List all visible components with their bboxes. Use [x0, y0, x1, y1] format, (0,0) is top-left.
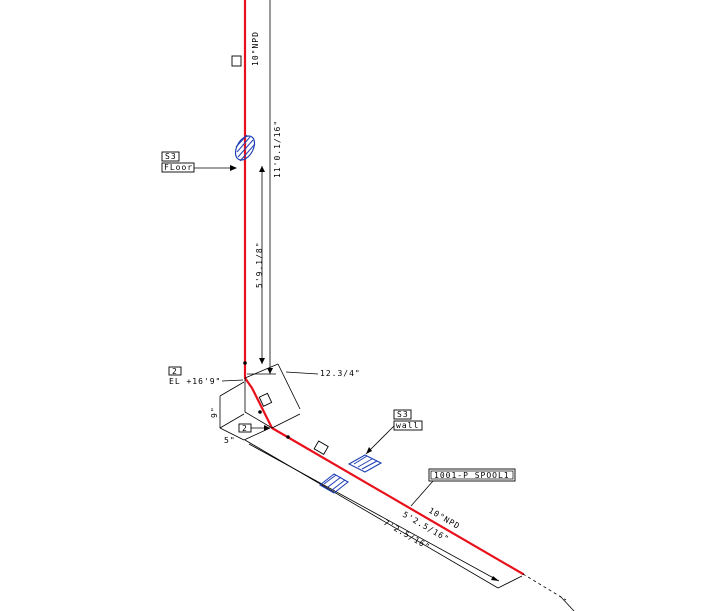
offset-box	[244, 363, 319, 429]
dimension-small-vertical: 9"	[210, 381, 245, 429]
floor-tag-number: S3	[165, 152, 177, 161]
dimension-upper-segment: 5'9.1/8"	[255, 166, 265, 364]
wall-penetration-symbol-1	[319, 473, 349, 494]
elbow-elevation: EL +16'9"	[169, 377, 221, 386]
iso-marker-elbow	[258, 392, 273, 407]
wall-tag-text: wall	[396, 421, 419, 430]
elbow-tag: 2 EL +16'9"	[168, 366, 244, 386]
point-tag-number: 2	[242, 424, 248, 433]
dim-upper-segment-text: 5'9.1/8"	[255, 241, 264, 288]
dim-upper-total-text: 11'0.1/16"	[273, 120, 282, 178]
dim-vertical-small-text: 9"	[210, 406, 219, 418]
dim-horizontal-small-text: 5"	[224, 436, 236, 445]
pipe-run	[243, 0, 525, 576]
spool-label-text: 1001-P SPOOL1	[434, 471, 510, 480]
floor-penetration-symbol	[234, 134, 256, 162]
iso-marker-run	[313, 440, 329, 455]
floor-tag-text: FLoor	[164, 163, 193, 172]
iso-marker-upper	[231, 55, 242, 67]
elbow-tag-number: 2	[172, 367, 178, 376]
dimension-upper-total: 11'0.1/16"	[247, 0, 282, 375]
pipe-continuation	[522, 573, 567, 601]
wall-tag: S3 wall	[365, 409, 423, 455]
wall-tag-number: S3	[397, 410, 409, 419]
wall-penetration-symbol-2	[347, 454, 383, 473]
dimension-run: 5'2.5/16" 7'2.5/16"	[244, 439, 523, 589]
pipe-continuation-tail	[559, 595, 575, 611]
spool-label: 1001-P SPOOL1	[410, 468, 516, 507]
pipe-size-upper: 10"NPD	[251, 31, 260, 66]
floor-tag: S3 FLoor	[161, 151, 237, 173]
point-tag: 2	[238, 423, 270, 433]
dim-offset-text: 12.3/4"	[320, 369, 361, 378]
